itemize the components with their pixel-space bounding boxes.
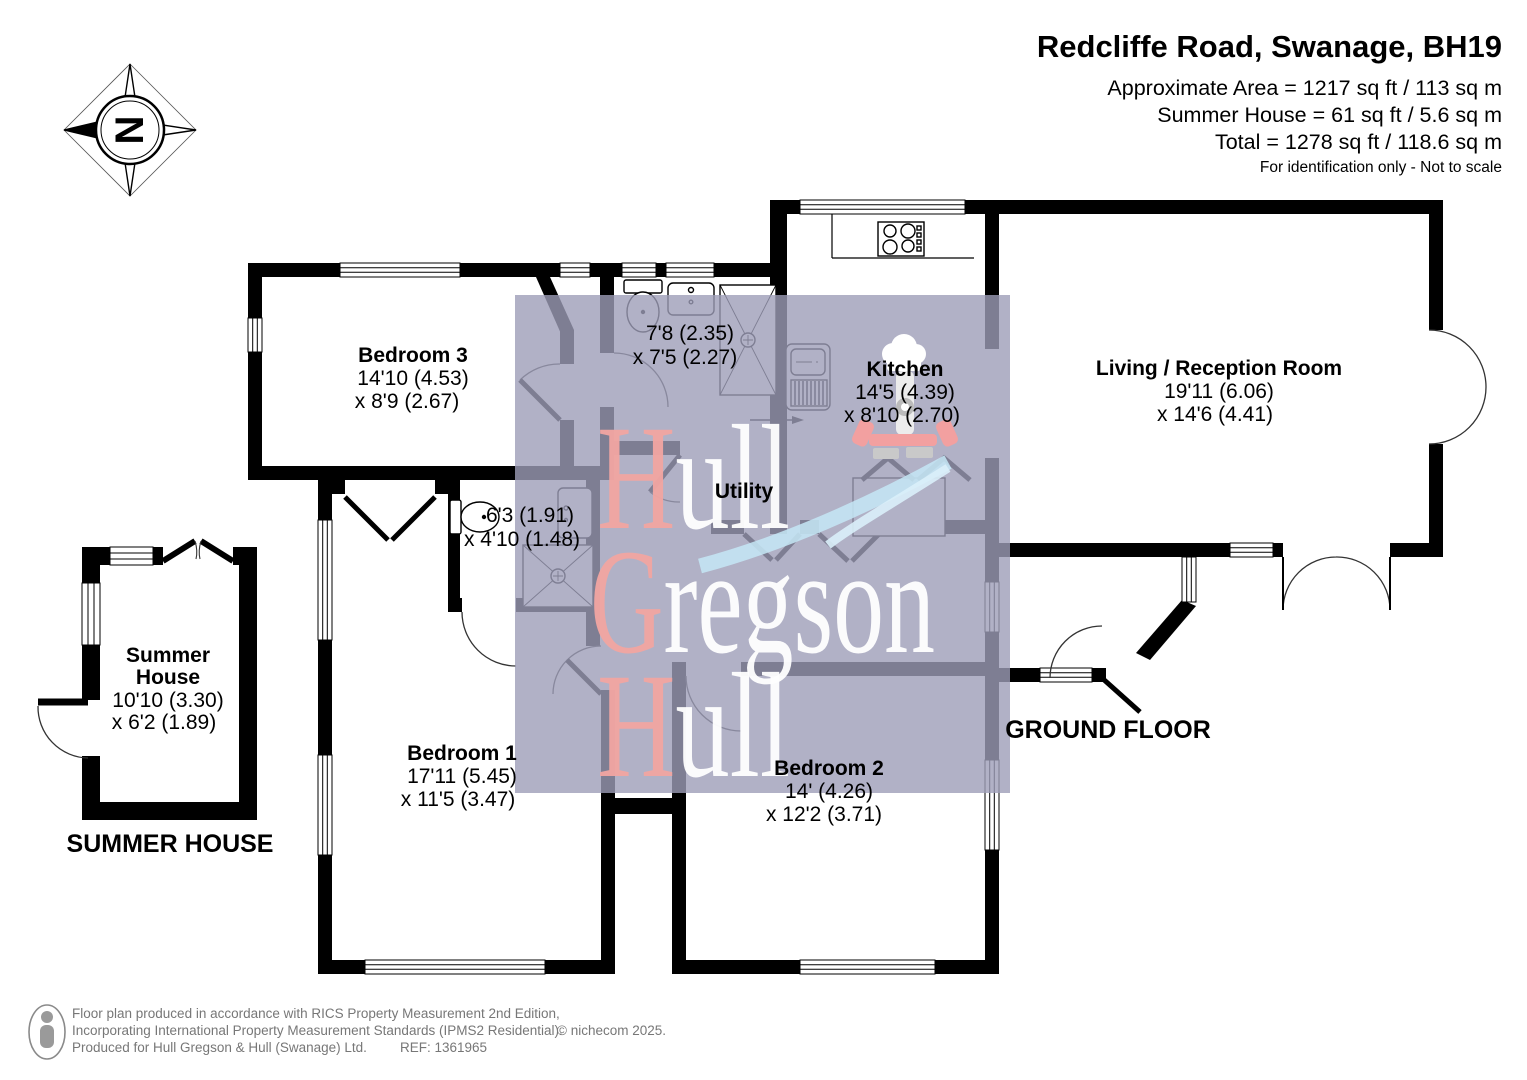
svg-text:7'8 (2.35): 7'8 (2.35) [646,322,734,345]
svg-text:Living / Reception Room: Living / Reception Room [1096,357,1342,380]
room-label-bedroom3: Bedroom 3 14'10 (4.53) x 8'9 (2.67) [355,344,469,413]
room-label-ensuite: 6'3 (1.91) x 4'10 (1.48) [464,504,580,551]
room-label-bedroom2: Bedroom 2 14' (4.26) x 12'2 (3.71) [766,757,884,826]
svg-text:14' (4.26): 14' (4.26) [785,780,873,803]
watermark-cap: H [597,395,675,561]
svg-text:17'11 (5.45): 17'11 (5.45) [407,765,517,788]
watermark-rest: ull [675,395,790,561]
svg-text:Hull: Hull [597,643,790,809]
watermark-cap: H [597,643,675,809]
svg-text:10'10 (3.30): 10'10 (3.30) [112,689,223,712]
svg-text:Kitchen: Kitchen [866,358,943,381]
svg-text:19'11 (6.06): 19'11 (6.06) [1164,380,1274,403]
person-icon [28,1004,66,1060]
svg-text:14'5 (4.39): 14'5 (4.39) [855,381,955,404]
svg-text:6'3 (1.91): 6'3 (1.91) [486,504,574,527]
footer-line-1: Floor plan produced in accordance with R… [72,1006,560,1021]
svg-text:x 11'5 (3.47): x 11'5 (3.47) [401,788,516,811]
svg-text:x 6'2 (1.89): x 6'2 (1.89) [112,711,216,734]
room-label-bathroom: 7'8 (2.35) x 7'5 (2.27) [633,322,737,369]
footer: Floor plan produced in accordance with R… [28,1004,666,1060]
toilet-icon [449,499,462,535]
svg-text:14'10 (4.53): 14'10 (4.53) [357,367,468,390]
area-line-1: Approximate Area = 1217 sq ft / 113 sq m [1107,76,1502,100]
footer-copyright: © nichecom 2025. [557,1023,666,1038]
summer-house-walls [37,538,257,820]
toilet-icon [623,279,663,294]
watermark-rest: ull [675,643,790,809]
hob-icon [877,221,925,257]
watermark-text: Hull Gregson Hull [590,395,935,809]
room-labels: Bedroom 3 14'10 (4.53) x 8'9 (2.67) 7'8 … [67,322,1343,858]
summer-house-label: SUMMER HOUSE [67,830,274,858]
disclaimer: For identification only - Not to scale [1260,159,1502,176]
svg-text:x 7'5 (2.27): x 7'5 (2.27) [633,346,737,369]
svg-text:x 4'10 (1.48): x 4'10 (1.48) [464,528,580,551]
svg-text:Summer: Summer [126,644,210,667]
chef-logo-icon [698,334,958,574]
compass-icon: N [63,63,197,197]
page-title: Redcliffe Road, Swanage, BH19 [1037,29,1502,64]
watermark-cap: G [590,519,664,685]
room-label-bedroom1: Bedroom 1 17'11 (5.45) x 11'5 (3.47) [401,742,517,811]
room-label-kitchen: Kitchen 14'5 (4.39) x 8'10 (2.70) [844,358,960,427]
room-label-utility: Utility [715,480,774,503]
ground-floor-label: GROUND FLOOR [1005,716,1211,744]
footer-ref: REF: 1361965 [400,1040,487,1055]
header: Redcliffe Road, Swanage, BH19 Approximat… [1037,29,1502,176]
svg-text:House: House [136,666,200,689]
svg-text:x 14'6 (4.41): x 14'6 (4.41) [1157,403,1273,426]
svg-text:Bedroom 3: Bedroom 3 [358,344,468,367]
svg-text:Bedroom 2: Bedroom 2 [774,757,884,780]
area-line-2: Summer House = 61 sq ft / 5.6 sq m [1157,103,1502,127]
svg-text:x 8'9 (2.67): x 8'9 (2.67) [355,390,459,413]
svg-text:Gregson: Gregson [590,519,935,685]
room-label-living: Living / Reception Room 19'11 (6.06) x 1… [1096,357,1342,426]
room-label-summerhouse: Summer House 10'10 (3.30) x 6'2 (1.89) [112,644,224,734]
footer-line-2: Incorporating International Property Mea… [72,1023,563,1038]
watermark-rest: regson [664,519,935,685]
area-line-3: Total = 1278 sq ft / 118.6 sq m [1215,130,1502,154]
svg-text:Bedroom 1: Bedroom 1 [407,742,517,765]
footer-line-3: Produced for Hull Gregson & Hull (Swanag… [72,1040,367,1055]
compass-letter: N [108,116,152,145]
svg-text:x 12'2 (3.71): x 12'2 (3.71) [766,803,882,826]
svg-text:Hull: Hull [597,395,790,561]
svg-text:x 8'10 (2.70): x 8'10 (2.70) [844,404,960,427]
